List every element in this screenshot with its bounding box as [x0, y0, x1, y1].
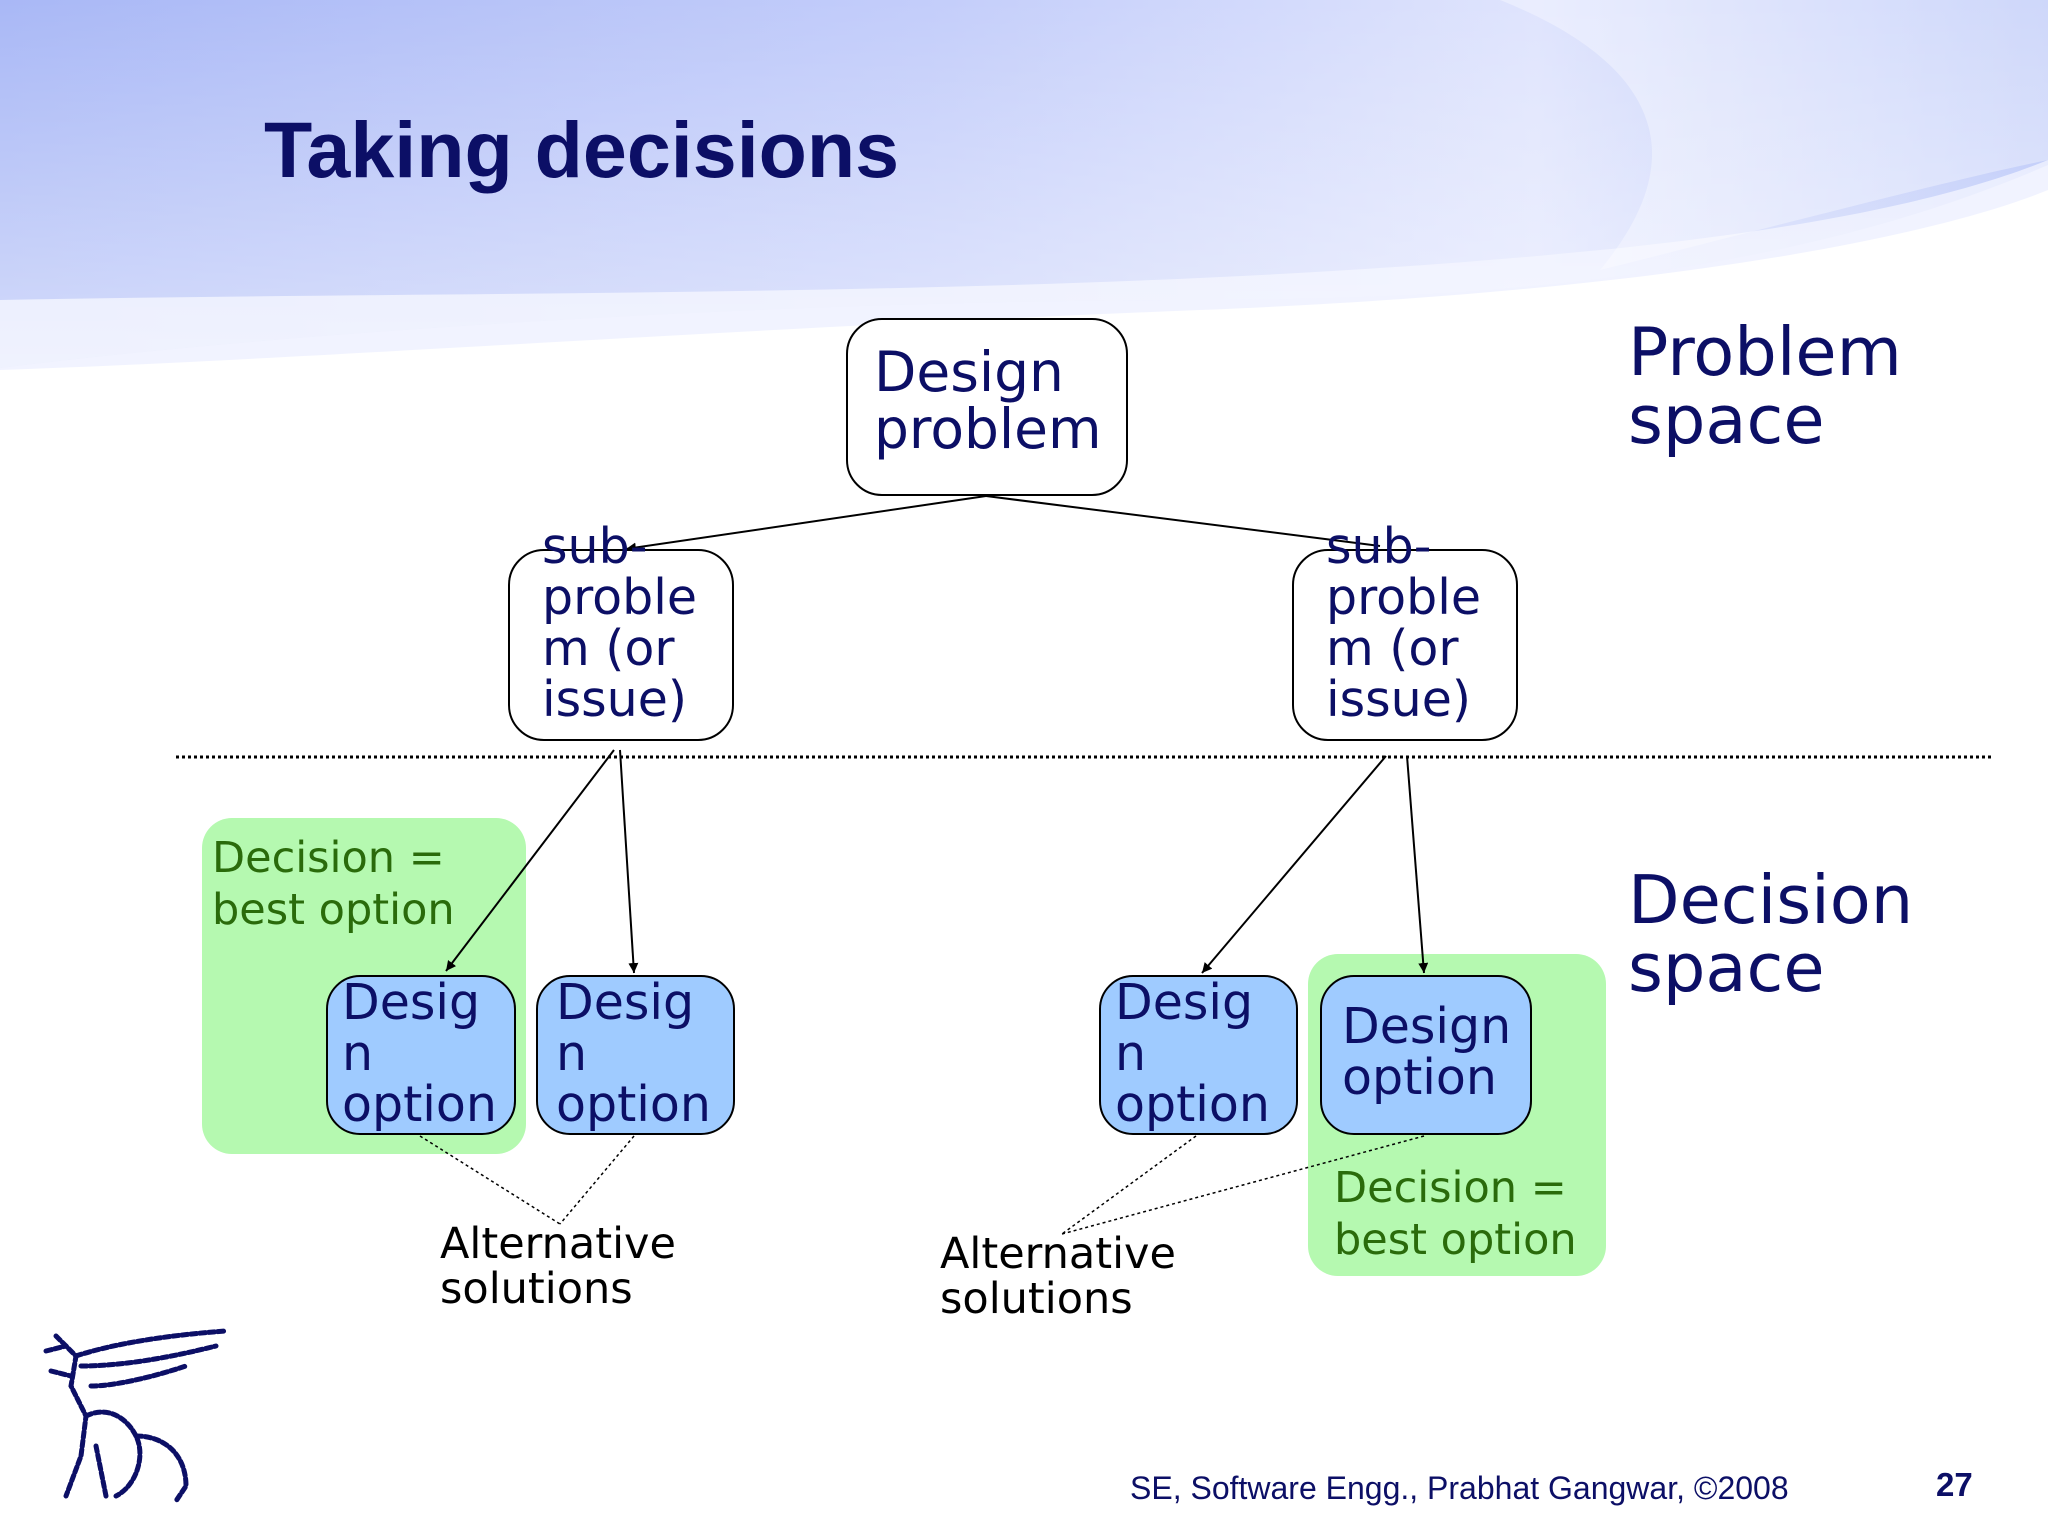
subproblem-box-right: sub-proble m (or issue): [1292, 521, 1518, 741]
arrow-sub-left-to-option-2: [619, 749, 639, 974]
design-option-label-4: Design option: [1342, 998, 1512, 1106]
alternative-note-left: Alternative solutions: [440, 1219, 676, 1314]
design-option-label-2: Desig n option: [556, 974, 711, 1133]
design-option-box-3: Desig n option: [1099, 975, 1298, 1135]
arrow-root-to-sub-right: [985, 495, 1381, 547]
decision-note-left: Decision = best option: [212, 833, 455, 935]
subproblem-label-left: sub-proble m (or issue): [542, 518, 698, 728]
subproblem-box-left: sub-proble m (or issue): [508, 521, 734, 741]
design-option-box-2: Desig n option: [536, 975, 735, 1135]
leader-alt-left-2: [559, 1135, 635, 1225]
design-option-label-1: Desig n option: [342, 974, 497, 1133]
arrow-sub-right-to-option-3: [1201, 755, 1387, 974]
page-number: 27: [1936, 1466, 1973, 1503]
design-problem-label: Design problem: [874, 340, 1102, 461]
design-option-box-1: Desig n option: [326, 975, 516, 1135]
design-option-box-4: Design option: [1320, 975, 1532, 1135]
leader-alt-right-1: [1061, 1135, 1197, 1235]
decision-space-label: Decision space: [1628, 861, 1914, 1007]
decision-note-right: Decision = best option: [1334, 1163, 1577, 1265]
arrow-sub-right-to-option-4: [1406, 755, 1429, 974]
footer-text: SE, Software Engg., Prabhat Gangwar, ©20…: [1130, 1470, 1789, 1506]
design-option-label-3: Desig n option: [1115, 974, 1270, 1133]
winged-lion-logo-icon: [43, 1328, 229, 1504]
design-problem-box: Design problem: [846, 318, 1128, 496]
problem-space-label: Problem space: [1628, 313, 1902, 459]
alternative-note-right: Alternative solutions: [940, 1229, 1176, 1324]
header-background: [0, 0, 2048, 370]
subproblem-label-right: sub-proble m (or issue): [1326, 518, 1482, 728]
slide-title: Taking decisions: [264, 105, 900, 194]
